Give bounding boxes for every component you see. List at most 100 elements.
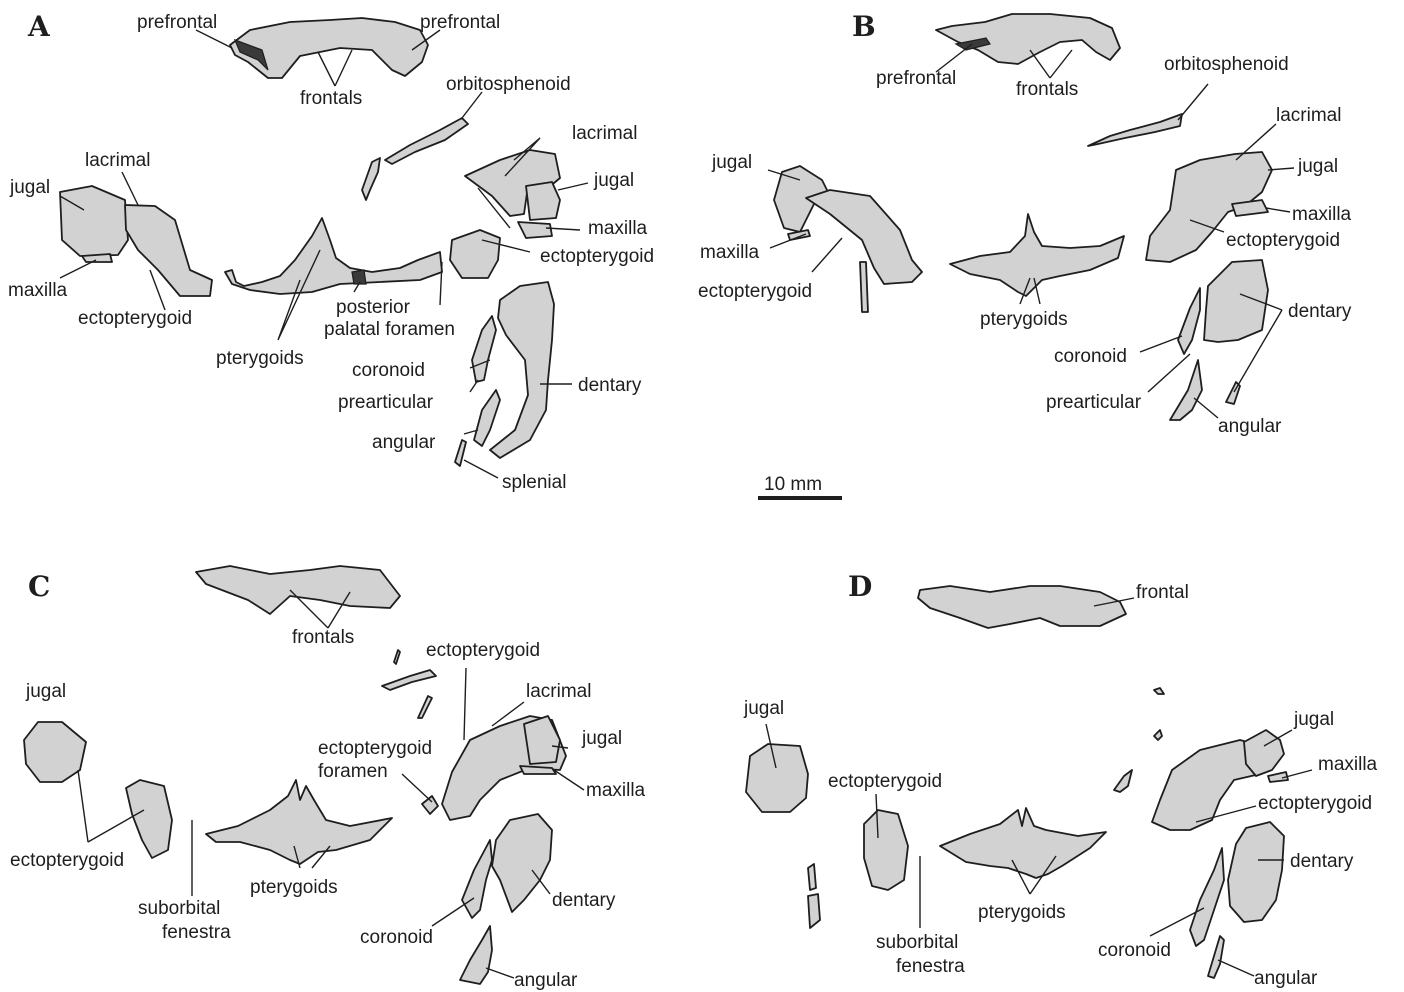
a-label-splenial: splenial — [502, 472, 566, 493]
a-label-maxilla-right: maxilla — [588, 218, 648, 239]
d-label-maxilla: maxilla — [1318, 754, 1378, 775]
b-label-jugal-left: jugal — [711, 152, 752, 173]
a-maxilla-right-bone — [518, 222, 552, 238]
a-pterygoids-bone — [225, 218, 442, 294]
a-posterior-palatal-foramen-mark — [352, 270, 366, 284]
a-label-coronoid: coronoid — [352, 360, 425, 381]
c-ectopterygoid-left-bone — [126, 780, 172, 858]
c-label-suborbital: suborbital — [138, 898, 220, 919]
d-fragment-1 — [1154, 688, 1164, 694]
c-label-coronoid: coronoid — [360, 927, 433, 948]
b-label-jugal-right: jugal — [1297, 156, 1338, 177]
b-label-ectopterygoid-right: ectopterygoid — [1226, 230, 1340, 251]
d-fragment-2 — [1154, 730, 1162, 740]
d-label-angular: angular — [1254, 968, 1318, 989]
c-foramen-bone — [422, 796, 438, 814]
b-label-lacrimal: lacrimal — [1276, 105, 1341, 126]
c-label-pterygoids: pterygoids — [250, 877, 338, 898]
a-angular-bone — [474, 390, 500, 446]
c-maxilla-bone — [520, 766, 556, 774]
c-pterygoids-bone — [206, 780, 392, 864]
panel-b: B prefrontal frontals orbitosphenoid lac… — [698, 10, 1352, 437]
a-fragment-1 — [362, 158, 380, 200]
a-label-ectopterygoid-left: ectopterygoid — [78, 308, 192, 329]
d-coronoid-bone — [1190, 848, 1224, 946]
c-label-ectopterygoid-top: ectopterygoid — [426, 640, 540, 661]
panel-d-letter: D — [848, 570, 872, 603]
c-label-jugal-right: jugal — [581, 728, 622, 749]
d-pterygoids-bone — [940, 808, 1106, 878]
c-label-fenestra: fenestra — [162, 922, 231, 943]
c-coronoid-bone — [462, 840, 492, 918]
b-label-ectopterygoid-left: ectopterygoid — [698, 281, 812, 302]
b-label-prearticular: prearticular — [1046, 392, 1142, 413]
a-maxilla-left-bone — [82, 254, 112, 262]
d-frontal-bone — [918, 586, 1126, 628]
b-pterygoids-bone — [950, 214, 1124, 296]
a-label-maxilla-left: maxilla — [8, 280, 68, 301]
a-jugal-right-bone — [526, 182, 560, 220]
b-label-coronoid: coronoid — [1054, 346, 1127, 367]
c-label-frontals: frontals — [292, 627, 354, 648]
c-label-ecto-foramen-1: ectopterygoid — [318, 738, 432, 759]
d-fragment-3 — [1114, 770, 1132, 792]
c-label-ecto-foramen-2: foramen — [318, 761, 388, 782]
b-splinter-bone — [860, 262, 868, 312]
c-frontals-bone — [196, 566, 400, 614]
d-label-coronoid: coronoid — [1098, 940, 1171, 961]
c-label-lacrimal: lacrimal — [526, 681, 591, 702]
a-coronoid-bone — [472, 316, 496, 382]
panel-a-letter: A — [27, 10, 51, 43]
b-angular-bone — [1170, 360, 1202, 420]
b-maxilla-left-bone — [788, 230, 810, 240]
b-label-angular: angular — [1218, 416, 1282, 437]
d-fragment-4 — [808, 864, 816, 890]
scale-bar: 10 mm — [758, 474, 842, 498]
d-label-dentary: dentary — [1290, 851, 1354, 872]
d-label-pterygoids: pterygoids — [978, 902, 1066, 923]
a-label-frontals: frontals — [300, 88, 362, 109]
c-label-jugal-left: jugal — [25, 681, 66, 702]
a-label-prearticular: prearticular — [338, 392, 434, 413]
c-fragment-1 — [382, 670, 436, 690]
c-jugal-right-bone — [524, 716, 560, 764]
c-jugal-left-bone — [24, 722, 86, 782]
a-dentary-bone — [490, 282, 554, 458]
c-fragment-2 — [394, 650, 400, 664]
a-label-pterygoids: pterygoids — [216, 348, 304, 369]
panel-c-letter: C — [28, 570, 50, 603]
d-label-jugal-right: jugal — [1293, 709, 1334, 730]
d-label-ectopterygoid-right: ectopterygoid — [1258, 793, 1372, 814]
d-label-jugal-left: jugal — [743, 698, 784, 719]
a-label-jugal-left: jugal — [9, 177, 50, 198]
b-label-orbitosphenoid: orbitosphenoid — [1164, 54, 1289, 75]
d-label-frontal: frontal — [1136, 582, 1189, 603]
a-label-ectopterygoid-right: ectopterygoid — [540, 246, 654, 267]
panel-b-letter: B — [852, 10, 876, 43]
panel-d: D frontal jugal jugal maxilla ectopteryg… — [743, 570, 1378, 989]
a-label-angular: angular — [372, 432, 436, 453]
c-label-maxilla: maxilla — [586, 780, 646, 801]
a-label-palatal-foramen: palatal foramen — [324, 319, 455, 340]
a-label-jugal-right: jugal — [593, 170, 634, 191]
d-dentary-bone — [1228, 822, 1284, 922]
b-label-maxilla-right: maxilla — [1292, 204, 1352, 225]
d-jugal-right-bone — [1244, 730, 1284, 776]
c-angular-bone — [460, 926, 492, 984]
c-fragment-3 — [418, 696, 432, 718]
d-label-suborbital: suborbital — [876, 932, 958, 953]
b-frontals-bone — [936, 14, 1120, 64]
a-label-lacrimal-right: lacrimal — [572, 123, 637, 144]
d-fragment-5 — [808, 894, 820, 928]
a-label-posterior: posterior — [336, 297, 411, 318]
b-label-frontals: frontals — [1016, 79, 1078, 100]
a-label-prefrontal-left: prefrontal — [137, 12, 217, 33]
a-frontals-bone — [230, 18, 428, 78]
b-label-dentary: dentary — [1288, 301, 1352, 322]
b-label-prefrontal: prefrontal — [876, 68, 956, 89]
a-label-orbitosphenoid: orbitosphenoid — [446, 74, 571, 95]
d-label-fenestra: fenestra — [896, 956, 965, 977]
a-splenial-bone — [455, 440, 466, 466]
b-label-pterygoids: pterygoids — [980, 309, 1068, 330]
